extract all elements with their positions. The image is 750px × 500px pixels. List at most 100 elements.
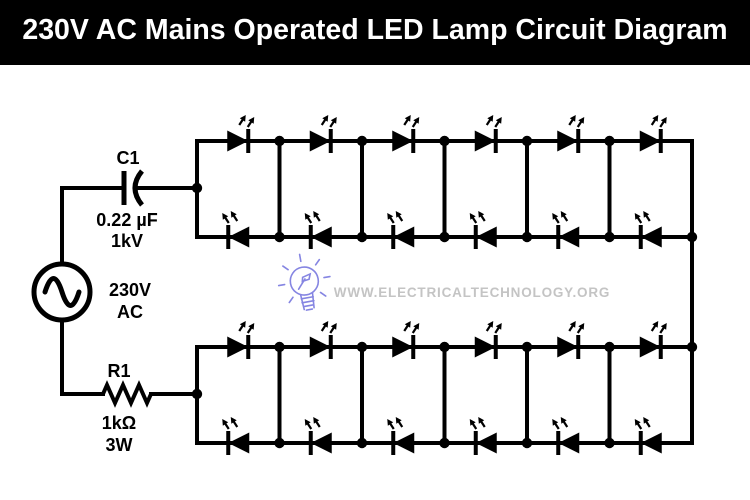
title-bar: 230V AC Mains Operated LED Lamp Circuit … bbox=[0, 0, 750, 65]
resistor-ref-label: R1 bbox=[107, 361, 130, 381]
emission-arrow-head bbox=[652, 115, 659, 122]
led-triangle bbox=[558, 432, 580, 454]
emission-arrow-head bbox=[552, 213, 559, 220]
emission-arrow-head bbox=[660, 323, 667, 330]
junction-dot bbox=[356, 437, 368, 449]
emission-arrow-head bbox=[395, 211, 402, 218]
led-triangle bbox=[392, 130, 414, 152]
emission-arrow-head bbox=[304, 419, 311, 426]
led-icon bbox=[469, 211, 497, 249]
ac-source-type-label: AC bbox=[117, 302, 143, 322]
junction-dot bbox=[274, 341, 285, 353]
led-triangle bbox=[393, 432, 415, 454]
junction-dot bbox=[274, 135, 285, 147]
emission-arrow-head bbox=[634, 419, 641, 426]
emission-arrow-head bbox=[560, 211, 567, 218]
emission-arrow-head bbox=[643, 211, 650, 218]
led-icon bbox=[552, 417, 580, 455]
emission-arrow-head bbox=[313, 211, 320, 218]
emission-arrow-head bbox=[313, 417, 320, 424]
led-icon bbox=[469, 417, 497, 455]
emission-arrow-head bbox=[248, 117, 255, 124]
junction-dot bbox=[356, 135, 368, 147]
led-icon bbox=[309, 321, 337, 359]
emission-arrow-head bbox=[478, 417, 485, 424]
capacitor-curved-plate bbox=[132, 169, 145, 207]
led-icon bbox=[227, 321, 255, 359]
led-triangle bbox=[557, 130, 579, 152]
led-icon bbox=[639, 321, 667, 359]
junction-dot bbox=[439, 437, 450, 449]
junction-dot bbox=[439, 341, 450, 353]
emission-arrow-head bbox=[239, 115, 246, 122]
emission-arrow-head bbox=[569, 321, 576, 328]
emission-arrow-head bbox=[222, 419, 229, 426]
emission-arrow-head bbox=[404, 321, 411, 328]
junction-dot bbox=[604, 231, 615, 243]
led-triangle bbox=[310, 432, 332, 454]
emission-arrow-head bbox=[469, 419, 476, 426]
junction-dot bbox=[274, 437, 285, 449]
led-triangle bbox=[557, 336, 579, 358]
emission-arrow-head bbox=[487, 115, 494, 122]
junction-dot bbox=[521, 135, 533, 147]
led-triangle bbox=[475, 226, 497, 248]
sine-wave-icon bbox=[42, 276, 82, 308]
emission-arrow-head bbox=[660, 117, 667, 124]
led-icon bbox=[227, 115, 255, 153]
junction-dot bbox=[521, 341, 533, 353]
junction-dot bbox=[686, 231, 698, 243]
emission-arrow-head bbox=[322, 115, 329, 122]
led-triangle bbox=[228, 226, 250, 248]
junction-dot bbox=[274, 231, 285, 243]
led-triangle bbox=[475, 432, 497, 454]
junction-dot bbox=[439, 231, 450, 243]
emission-arrow-head bbox=[569, 115, 576, 122]
led-triangle bbox=[640, 226, 662, 248]
led-triangle bbox=[228, 432, 250, 454]
emission-arrow-head bbox=[487, 321, 494, 328]
junction-dot bbox=[191, 388, 203, 400]
led-icon bbox=[392, 321, 420, 359]
light-bulb-icon bbox=[277, 253, 331, 311]
led-triangle bbox=[640, 432, 662, 454]
junction-dot bbox=[686, 341, 698, 353]
watermark-text: WWW.ELECTRICALTECHNOLOGY.ORG bbox=[334, 285, 610, 300]
emission-arrow-head bbox=[404, 115, 411, 122]
page-title: 230V AC Mains Operated LED Lamp Circuit … bbox=[22, 14, 728, 46]
led-triangle bbox=[310, 226, 332, 248]
led-triangle bbox=[474, 130, 496, 152]
emission-arrow-head bbox=[634, 213, 641, 220]
emission-arrow-head bbox=[469, 213, 476, 220]
emission-arrow-head bbox=[230, 417, 237, 424]
capacitor-ref-label: C1 bbox=[116, 148, 139, 168]
led-triangle bbox=[639, 130, 661, 152]
led-triangle bbox=[639, 336, 661, 358]
led-icon bbox=[387, 211, 415, 249]
junction-dot bbox=[191, 182, 203, 194]
led-triangle bbox=[558, 226, 580, 248]
emission-arrow-head bbox=[330, 117, 337, 124]
led-triangle bbox=[227, 336, 249, 358]
emission-arrow-head bbox=[395, 417, 402, 424]
source-branch-wires bbox=[60, 186, 199, 396]
led-triangle bbox=[227, 130, 249, 152]
led-icon bbox=[474, 321, 502, 359]
resistor-value-label: 1kΩ bbox=[102, 413, 136, 433]
capacitor-rating-label: 1kV bbox=[111, 231, 143, 251]
led-icon bbox=[639, 115, 667, 153]
led-icon bbox=[474, 115, 502, 153]
emission-arrow-head bbox=[222, 213, 229, 220]
ac-source-symbol bbox=[31, 261, 93, 323]
led-icon bbox=[304, 211, 332, 249]
emission-arrow-head bbox=[248, 323, 255, 330]
led-icon bbox=[634, 211, 662, 249]
led-icon bbox=[309, 115, 337, 153]
emission-arrow-head bbox=[387, 213, 394, 220]
junction-dot bbox=[356, 231, 368, 243]
emission-arrow-head bbox=[413, 323, 420, 330]
watermark: WWW.ELECTRICALTECHNOLOGY.ORG bbox=[277, 253, 610, 311]
led-triangle bbox=[309, 336, 331, 358]
emission-arrow-head bbox=[239, 321, 246, 328]
